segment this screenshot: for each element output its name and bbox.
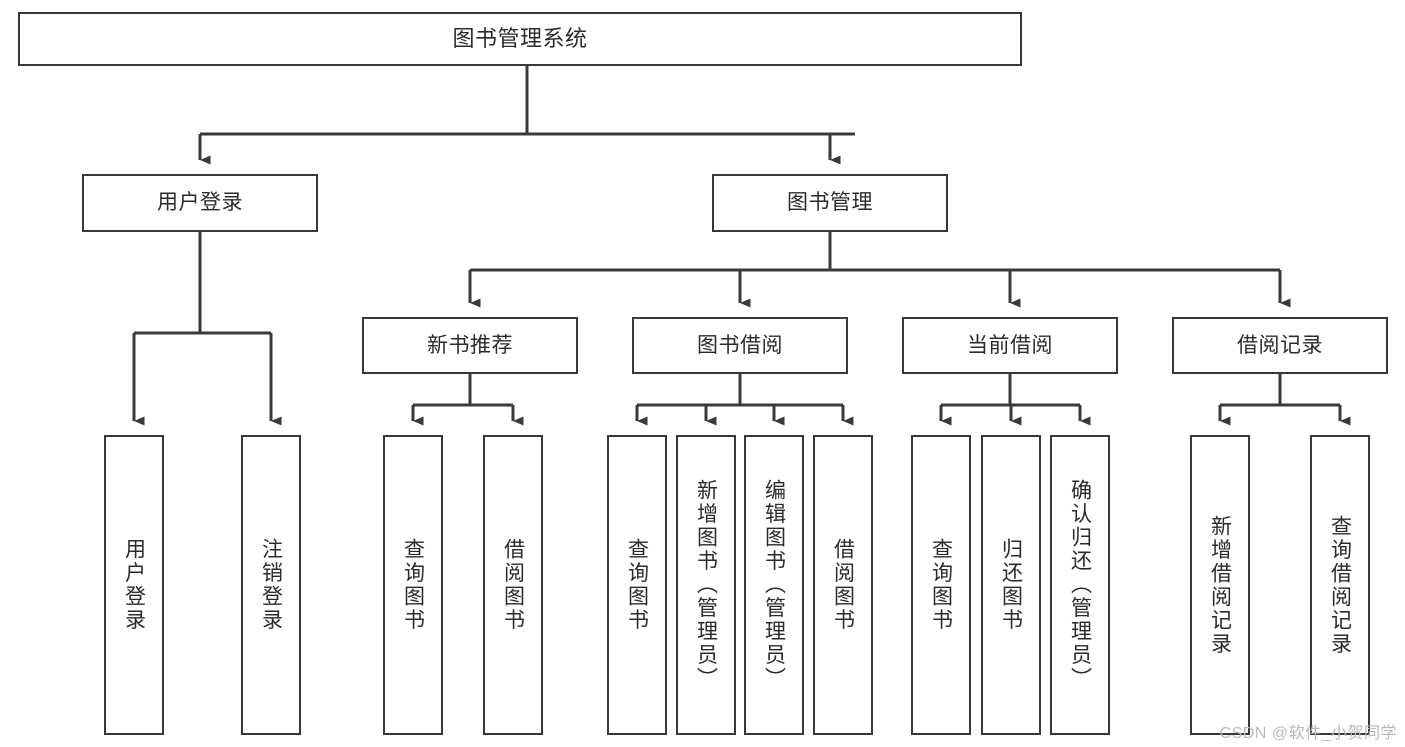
node-borrow-record-label: 借阅记录 xyxy=(1237,333,1323,357)
node-leaf-query-book-2[interactable]: 查询图书 xyxy=(607,435,667,735)
node-leaf-query-record[interactable]: 查询借阅记录 xyxy=(1310,435,1370,735)
node-root-label: 图书管理系统 xyxy=(452,25,588,51)
node-book-manage-label: 图书管理 xyxy=(787,191,873,215)
watermark: CSDN @软件_小贺同学 xyxy=(1219,725,1397,742)
node-leaf-query-book-3-label: 查询图书 xyxy=(929,538,953,632)
node-current-borrow[interactable]: 当前借阅 xyxy=(902,317,1118,374)
node-leaf-add-record-label: 新增借阅记录 xyxy=(1208,514,1232,656)
node-leaf-edit-book[interactable]: 编辑图书（管理员） xyxy=(744,435,804,735)
node-leaf-edit-book-label: 编辑图书（管理员） xyxy=(762,479,786,691)
node-leaf-add-book-label: 新增图书（管理员） xyxy=(694,479,718,691)
node-leaf-user-login-label: 用户登录 xyxy=(122,538,146,632)
node-leaf-query-record-label: 查询借阅记录 xyxy=(1328,514,1352,656)
node-leaf-borrow-book-1-label: 借阅图书 xyxy=(501,538,525,632)
node-root[interactable]: 图书管理系统 xyxy=(18,12,1022,66)
node-book-manage[interactable]: 图书管理 xyxy=(712,174,948,232)
node-leaf-query-book-3[interactable]: 查询图书 xyxy=(911,435,971,735)
node-leaf-logout[interactable]: 注销登录 xyxy=(241,435,301,735)
node-leaf-query-book-1[interactable]: 查询图书 xyxy=(383,435,443,735)
node-user-login-label: 用户登录 xyxy=(157,191,243,215)
node-new-book-rec-label: 新书推荐 xyxy=(427,333,513,357)
node-leaf-query-book-2-label: 查询图书 xyxy=(625,538,649,632)
node-user-login[interactable]: 用户登录 xyxy=(82,174,318,232)
node-leaf-return-book[interactable]: 归还图书 xyxy=(981,435,1041,735)
node-leaf-borrow-book-1[interactable]: 借阅图书 xyxy=(483,435,543,735)
node-leaf-confirm-return-label: 确认归还（管理员） xyxy=(1068,479,1092,691)
node-leaf-query-book-1-label: 查询图书 xyxy=(401,538,425,632)
node-borrow-record[interactable]: 借阅记录 xyxy=(1172,317,1388,374)
node-leaf-confirm-return[interactable]: 确认归还（管理员） xyxy=(1050,435,1110,735)
node-new-book-rec[interactable]: 新书推荐 xyxy=(362,317,578,374)
node-leaf-borrow-book-2-label: 借阅图书 xyxy=(831,538,855,632)
node-book-borrow[interactable]: 图书借阅 xyxy=(632,317,848,374)
node-leaf-add-record[interactable]: 新增借阅记录 xyxy=(1190,435,1250,735)
node-leaf-borrow-book-2[interactable]: 借阅图书 xyxy=(813,435,873,735)
node-leaf-logout-label: 注销登录 xyxy=(259,538,283,632)
node-current-borrow-label: 当前借阅 xyxy=(967,333,1053,357)
node-leaf-return-book-label: 归还图书 xyxy=(999,538,1023,632)
node-book-borrow-label: 图书借阅 xyxy=(697,333,783,357)
node-leaf-add-book[interactable]: 新增图书（管理员） xyxy=(676,435,736,735)
node-leaf-user-login[interactable]: 用户登录 xyxy=(104,435,164,735)
